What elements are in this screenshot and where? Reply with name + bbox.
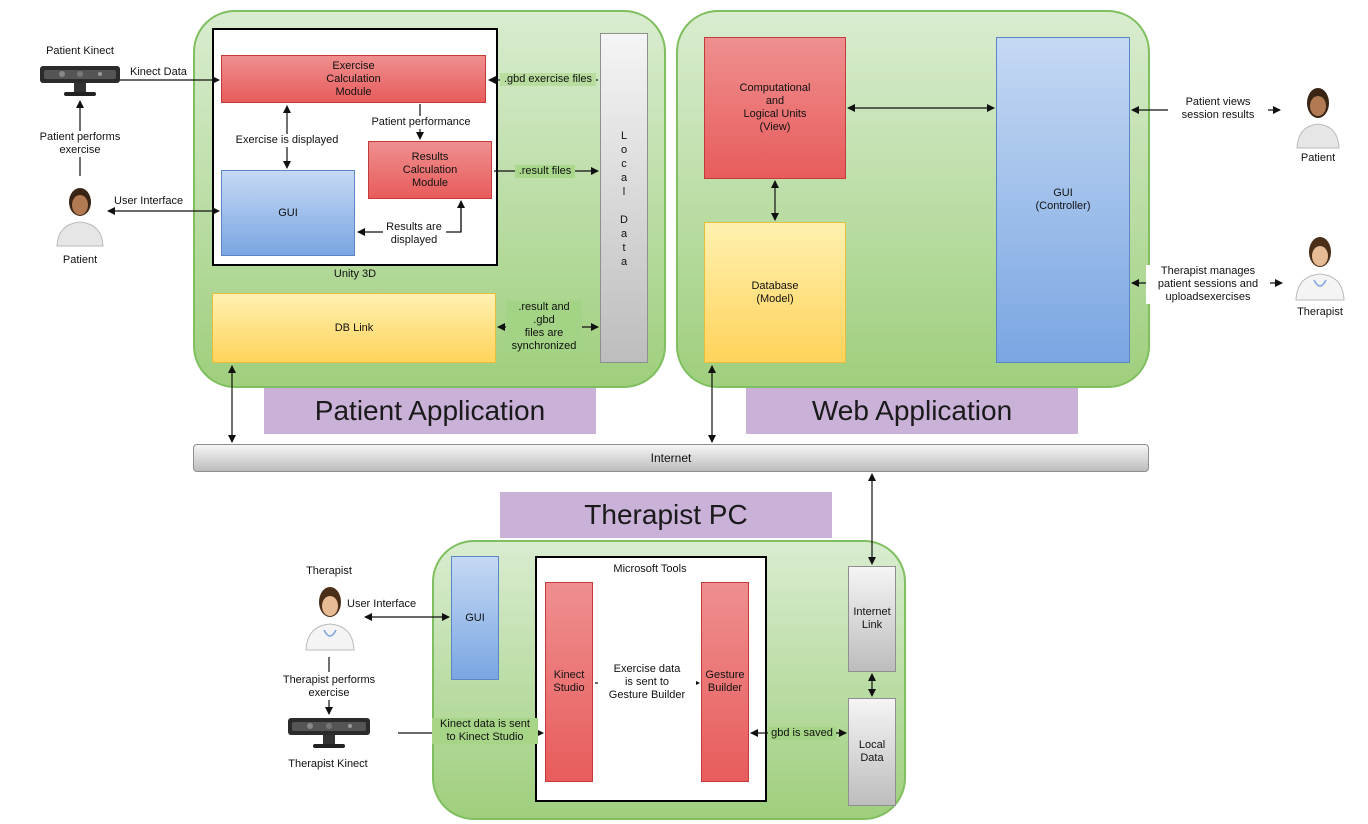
web-gui-controller: GUI (Controller) — [996, 37, 1130, 363]
patient-kinect-title: Patient Kinect — [46, 45, 114, 57]
results-displayed-label: Results are displayed — [383, 221, 445, 247]
therapist-manages-label: Therapist manages patient sessions and u… — [1146, 265, 1270, 304]
result-files-label: .result files — [515, 165, 575, 178]
patient-label-right: Patient — [1300, 152, 1336, 164]
gesture-builder: Gesture Builder — [701, 582, 749, 782]
exercise-calculation-module: Exercise Calculation Module — [221, 55, 486, 103]
patient-performance-label: Patient performance — [366, 116, 476, 129]
user-interface-label: User Interface — [114, 195, 184, 207]
local-data-letter: a — [620, 256, 628, 268]
patient-performs-label: Patient performs exercise — [28, 131, 132, 157]
results-calculation-module: Results Calculation Module — [368, 141, 492, 199]
local-data-letter: t — [622, 242, 626, 254]
local-data-letter: a — [620, 228, 628, 240]
gbd-files-label: .gbd exercise files — [500, 73, 596, 86]
patient-person-icon-right — [1296, 88, 1340, 149]
local-data-letter: L — [620, 130, 628, 142]
therapist-user-interface-label: User Interface — [347, 598, 417, 611]
therapist-kinect-label: Therapist Kinect — [288, 758, 368, 770]
therapist-kinect-icon — [288, 718, 370, 748]
kinect-studio: Kinect Studio — [545, 582, 593, 782]
exercise-sent-label: Exercise data is sent to Gesture Builder — [598, 663, 696, 702]
local-data-letter: D — [620, 214, 628, 226]
patient-views-label: Patient views session results — [1168, 96, 1268, 122]
microsoft-tools-label: Microsoft Tools — [613, 563, 687, 575]
local-data-letter — [622, 199, 625, 213]
gbd-saved-label: gbd is saved — [768, 727, 836, 740]
db-link: DB Link — [212, 293, 496, 363]
local-data-letter: o — [620, 144, 628, 156]
therapist-performs-label: Therapist performs exercise — [272, 674, 386, 700]
unity-label: Unity 3D — [333, 268, 377, 280]
web-application-banner: Web Application — [746, 388, 1078, 434]
exercise-displayed-label: Exercise is displayed — [230, 134, 344, 147]
therapist-local-data: Local Data — [848, 698, 896, 806]
database-model: Database (Model) — [704, 222, 846, 363]
kinect-data-label: Kinect Data — [130, 66, 187, 79]
kinect-sent-label: Kinect data is sent to Kinect Studio — [432, 718, 538, 744]
patient-label-left: Patient — [62, 254, 98, 266]
patient-application-banner: Patient Application — [264, 388, 596, 434]
sync-label: .result and .gbd files are synchronized — [506, 301, 582, 353]
local-data-letter: l — [622, 186, 626, 198]
computational-logical-units: Computational and Logical Units (View) — [704, 37, 846, 179]
therapist-person-icon-left — [305, 587, 355, 651]
therapist-label-left: Therapist — [306, 565, 352, 577]
patient-person-icon-left — [56, 188, 104, 247]
local-data-letter: a — [620, 172, 628, 184]
therapist-person-icon-right — [1295, 237, 1345, 301]
local-data-letter: c — [621, 158, 627, 170]
patient-kinect-icon — [40, 66, 120, 96]
therapist-label-right: Therapist — [1297, 306, 1343, 318]
patient-gui: GUI — [221, 170, 355, 256]
internet-bar: Internet — [193, 444, 1149, 472]
therapist-pc-banner: Therapist PC — [500, 492, 832, 538]
therapist-gui: GUI — [451, 556, 499, 680]
internet-link: Internet Link — [848, 566, 896, 672]
